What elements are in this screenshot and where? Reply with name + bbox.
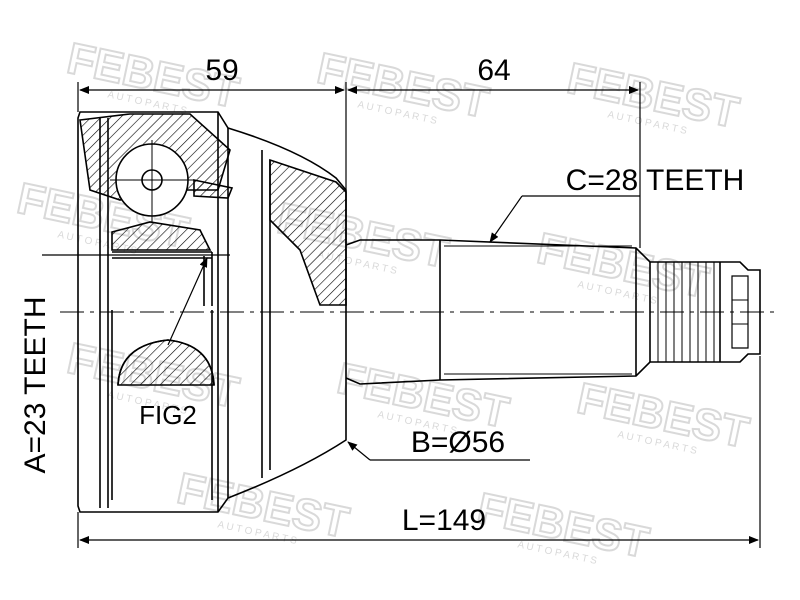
dim-64-label: 64 xyxy=(477,54,510,87)
dimension-lines xyxy=(42,82,761,548)
dim-59-label: 59 xyxy=(205,54,238,87)
dim-a-label: A=23 TEETH xyxy=(19,296,52,473)
dim-c-label: C=28 TEETH xyxy=(566,164,745,197)
fig2-leader xyxy=(167,257,208,346)
dim-l-label: L=149 xyxy=(402,504,486,537)
section-hatch xyxy=(111,221,212,251)
cv-joint-part xyxy=(60,111,775,513)
dim-b-label: B=Ø56 xyxy=(411,426,505,459)
dim-c-leader xyxy=(489,195,523,243)
fig2-label: FIG2 xyxy=(139,400,197,430)
dim-b-leader xyxy=(347,441,371,461)
housing-outline xyxy=(77,111,347,513)
section-hatch xyxy=(269,158,347,306)
section-hatch xyxy=(193,179,234,199)
